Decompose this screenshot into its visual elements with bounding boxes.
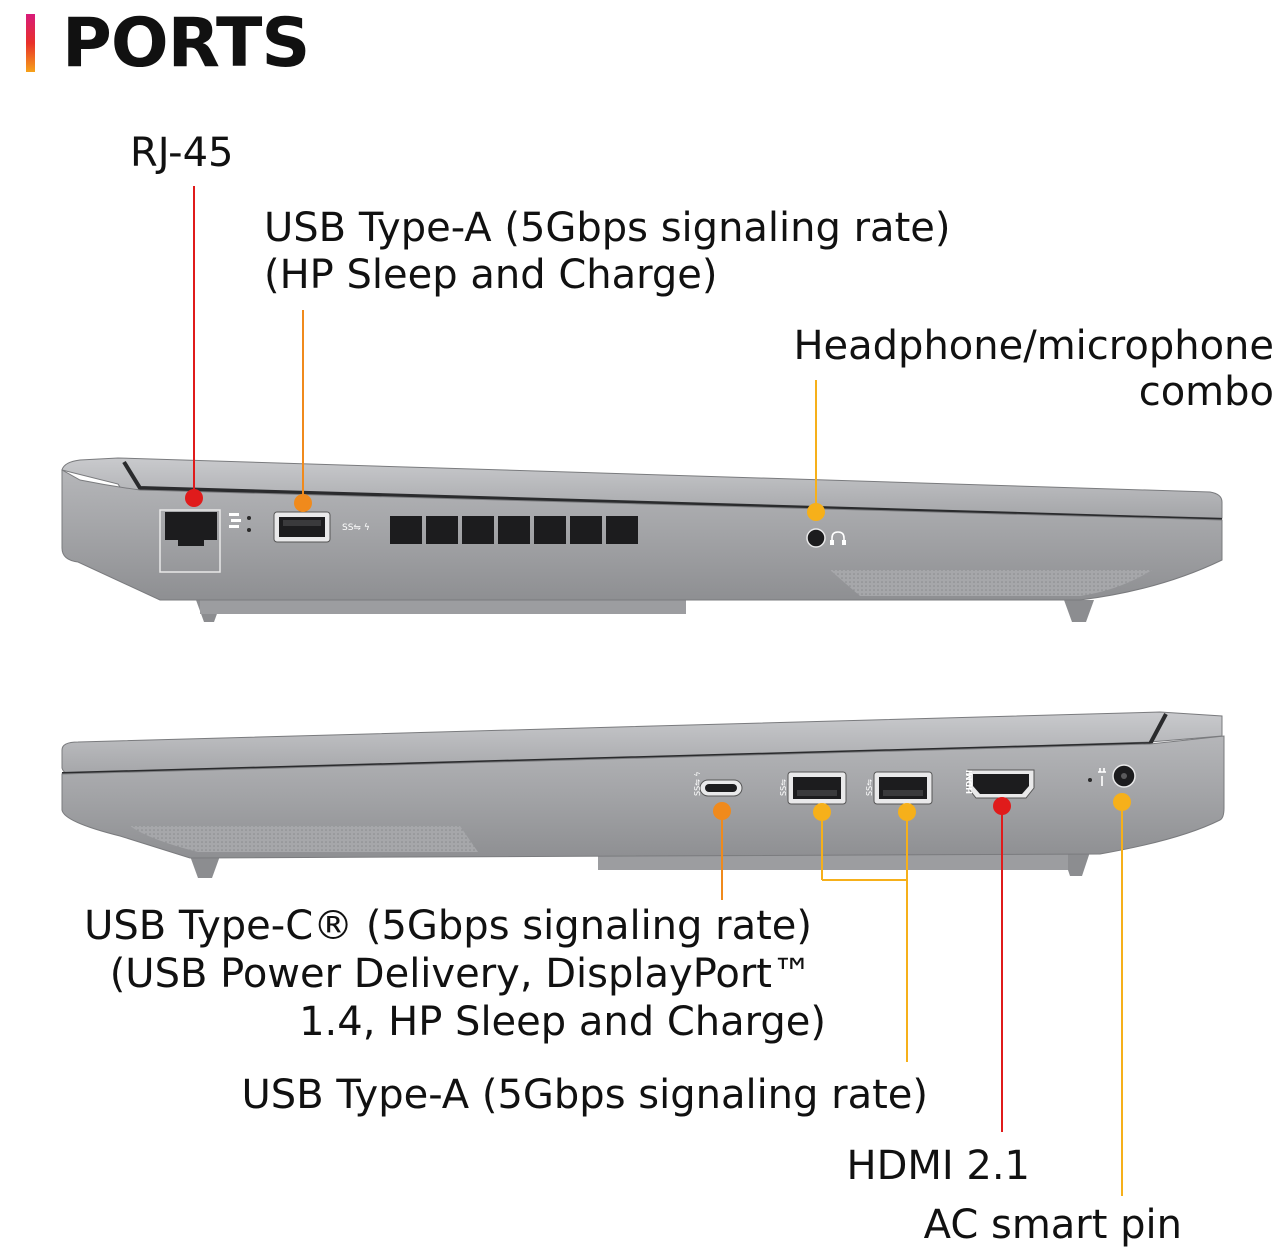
svg-text:SS⇋ ϟ: SS⇋ ϟ xyxy=(342,523,370,533)
callout-headphone xyxy=(807,380,825,521)
label-usb-c-line3: 1.4, HP Sleep and Charge) xyxy=(299,999,826,1045)
label-headphone-line1: Headphone/microphone xyxy=(793,323,1274,369)
headphone-jack xyxy=(806,528,826,548)
label-usb-a-top-line2: (HP Sleep and Charge) xyxy=(264,252,718,298)
svg-text:SS⇋: SS⇋ xyxy=(865,779,874,796)
label-rj45: RJ-45 xyxy=(130,130,234,176)
hdmi-icon: HDMI xyxy=(965,770,974,794)
label-headphone-line2: combo xyxy=(1138,369,1274,415)
svg-text:SS⇋ ϟ: SS⇋ ϟ xyxy=(693,771,702,796)
air-vents xyxy=(390,516,638,544)
headphone-icon xyxy=(830,531,846,545)
svg-text:SS⇋: SS⇋ xyxy=(779,779,788,796)
usb-superspeed-icon: SS⇋ xyxy=(779,779,788,796)
page-title: PORTS xyxy=(62,4,310,83)
label-usb-a-top-line1: USB Type-A (5Gbps signaling rate) xyxy=(264,205,951,251)
usb-superspeed-icon: SS⇋ xyxy=(865,779,874,796)
laptop-right-side: SS⇋ ϟ SS⇋ SS⇋ HDMI xyxy=(61,711,1225,878)
ac-power-jack xyxy=(1112,764,1136,788)
label-usb-c-line1: USB Type-C® (5Gbps signaling rate) xyxy=(84,903,812,949)
label-hdmi: HDMI 2.1 xyxy=(846,1143,1030,1189)
usb-a-port-bottom-1 xyxy=(787,771,847,805)
laptop-left-side: SS⇋ ϟ xyxy=(61,457,1223,622)
hdmi-port xyxy=(967,769,1035,799)
svg-text:HDMI: HDMI xyxy=(965,770,974,794)
power-icon xyxy=(1088,768,1106,786)
callout-ac-pin xyxy=(1113,793,1131,1196)
label-usb-c-line2: (USB Power Delivery, DisplayPort™ xyxy=(109,951,812,997)
callout-rj45 xyxy=(185,186,203,507)
label-usb-a-bottom: USB Type-A (5Gbps signaling rate) xyxy=(241,1072,928,1118)
label-ac-pin: AC smart pin xyxy=(923,1202,1182,1248)
heading-accent-bar xyxy=(26,14,35,72)
usb-a-port-top xyxy=(273,511,331,543)
callout-usb-c xyxy=(713,802,731,900)
callout-usb-a-bottom xyxy=(813,803,916,1062)
usb-a-port-bottom-2 xyxy=(873,771,933,805)
usb-superspeed-icon: SS⇋ ϟ xyxy=(693,771,702,796)
usb-c-port xyxy=(699,779,743,797)
callout-hdmi xyxy=(993,797,1011,1132)
callout-usb-a-top xyxy=(294,310,312,512)
usb-superspeed-icon: SS⇋ ϟ xyxy=(342,523,370,533)
rj45-port xyxy=(159,509,221,573)
network-icon xyxy=(229,513,251,532)
